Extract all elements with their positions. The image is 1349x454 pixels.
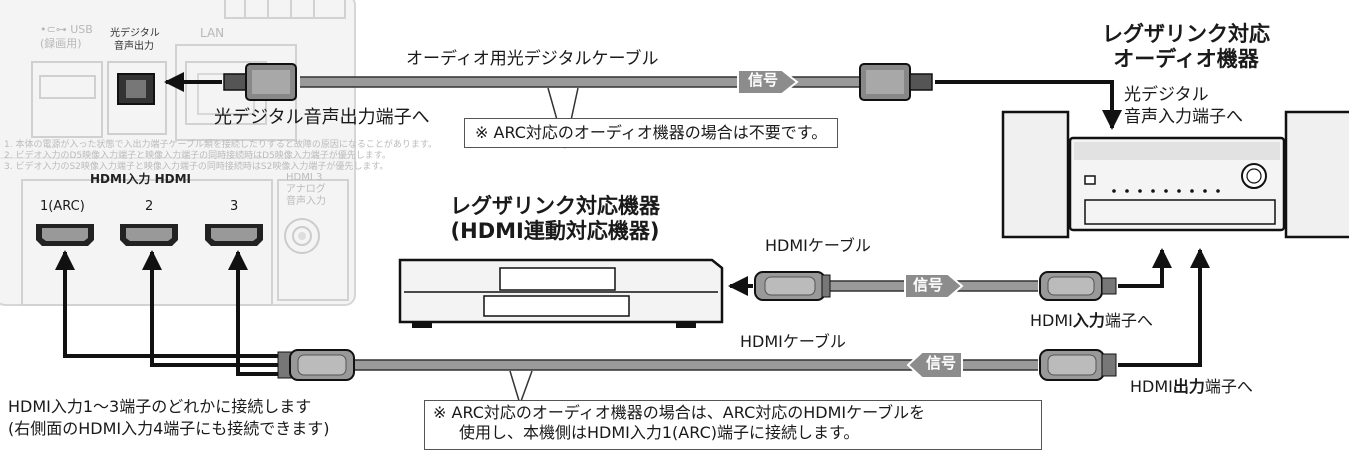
hdmi-out-bold: 出力	[1172, 377, 1205, 396]
optical-cable	[223, 63, 933, 101]
hdmi3-analog-label-1: HDMI 3	[286, 172, 323, 183]
volume-knob-icon	[1241, 163, 1267, 189]
hdmi-in-suffix: 端子へ	[1104, 311, 1153, 330]
usb-port	[31, 61, 103, 138]
signal-label-hdmi-upper: 信号	[913, 276, 944, 294]
audio-device	[1001, 110, 1349, 239]
hdmi-out-terminal-label: HDMI出力端子へ	[1130, 377, 1253, 396]
hdmi3-analog-label-3: 音声入力	[286, 196, 326, 207]
usb-label: •⊂⊶ USB	[40, 23, 93, 36]
hdmi-cable-upper-label: HDMIケーブル	[765, 236, 871, 255]
optical-port-label: 光デジタル	[110, 28, 160, 39]
av-amplifier	[1068, 136, 1286, 232]
signal-arrow-hdmi-lower	[906, 351, 963, 379]
hdmi-port-1	[36, 224, 94, 246]
usb-sub-label: (録画用)	[40, 37, 82, 50]
hdmi-input-header: HDMI入力 HDMI	[90, 172, 191, 186]
hdmi3-analog-label-2: アナログ	[286, 184, 326, 195]
arrow-to-hdmi-out	[1118, 248, 1210, 367]
panel-note-3: 3. ビデオ入力のS2映像入力端子と映像入力端子の同時接続時はS2映像入力端子が…	[4, 162, 389, 172]
signal-label-hdmi-lower: 信号	[926, 354, 957, 372]
recorder-title-2: (HDMI連動対応機器)	[450, 219, 660, 243]
signal-arrow-optical	[737, 69, 799, 95]
hdmi-port-2	[120, 224, 178, 246]
optical-out-terminal-label: 光デジタル音声出力端子へ	[214, 107, 430, 128]
audio-device-title-1: レグザリンク対応	[1102, 22, 1270, 46]
port-label-3: 3	[230, 199, 239, 214]
hdmi-cable-lower-label: HDMIケーブル	[740, 332, 846, 351]
port-label-1: 1(ARC)	[40, 199, 85, 214]
arc-note-hdmi-line-1: ※ ARC対応のオーディオ機器の場合は、ARC対応のHDMIケーブルを	[433, 403, 926, 422]
recorder-device	[398, 258, 724, 328]
hdmi-in-prefix: HDMI	[1030, 311, 1073, 330]
hdmi-in-terminal-label: HDMI入力端子へ	[1030, 311, 1153, 330]
panel-note-1: 1. 本体の電源が入った状態で入出力端子ケーブル類を接続したりすると故障の原因に…	[4, 140, 438, 150]
optical-port-label-2: 音声出力	[114, 41, 154, 52]
arc-note-optical: ※ ARC対応のオーディオ機器の場合は不要です。	[464, 118, 839, 148]
arrow-to-optical-in	[935, 80, 1122, 130]
arrow-to-hdmi-port-1	[55, 250, 278, 358]
arrow-to-hdmi-in	[1118, 248, 1172, 288]
right-speaker	[1284, 110, 1349, 239]
arrow-to-hdmi-port-3	[228, 250, 278, 376]
audio-device-title-2: オーディオ機器	[1113, 47, 1259, 71]
hdmi-in-bold: 入力	[1072, 311, 1105, 330]
optical-in-terminal-label-2: 音声入力端子へ	[1124, 107, 1243, 127]
hdmi-out-suffix: 端子へ	[1204, 377, 1253, 396]
arc-note-hdmi-line-2: 使用し、本機側はHDMI入力1(ARC)端子に接続します。	[459, 423, 860, 442]
hdmi-out-prefix: HDMI	[1130, 377, 1173, 396]
tv-hdmi-note-2: (右側面のHDMI入力4端子にも接続できます)	[8, 419, 330, 438]
optical-in-terminal-label-1: 光デジタル	[1124, 85, 1209, 105]
signal-label-optical: 信号	[748, 71, 779, 89]
arc-note-hdmi: ※ ARC対応のオーディオ機器の場合は、ARC対応のHDMIケーブルを 使用し、…	[424, 400, 1042, 450]
optical-cable-label: オーディオ用光デジタルケーブル	[406, 49, 659, 69]
recorder-title-1: レグザリンク対応機器	[450, 194, 660, 218]
left-speaker	[1001, 110, 1070, 239]
hdmi-cable-lower	[277, 349, 1117, 381]
port-label-2: 2	[145, 199, 154, 214]
hdmi-port-3	[205, 224, 263, 246]
analog-audio-jack	[284, 218, 320, 254]
tv-hdmi-note-1: HDMI入力1～3端子のどれかに接続します	[8, 397, 312, 416]
lan-label: LAN	[200, 26, 225, 40]
signal-arrow-hdmi-upper	[904, 273, 964, 299]
panel-note-2: 2. ビデオ入力のD5映像入力端子と映像入力端子の同時接続時はD5映像入力端子が…	[4, 151, 391, 161]
